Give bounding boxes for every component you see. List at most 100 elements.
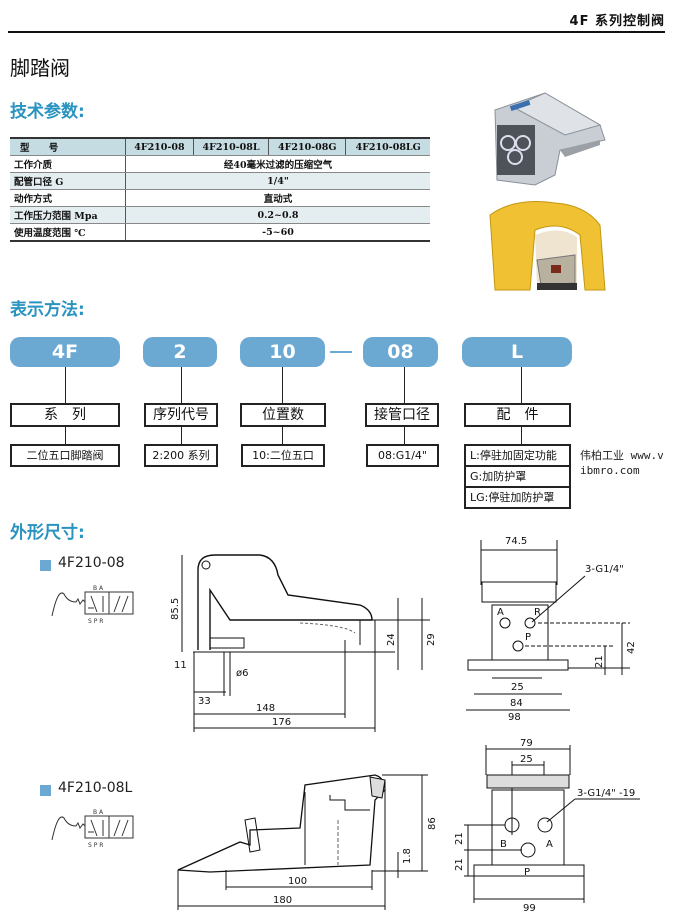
spec-value: 0.2~0.8 [125, 206, 430, 224]
accessory-item: G:加防护罩 [464, 465, 571, 488]
front-view-drawing-08L: 79 25 3-G1/4" -19 B A P 21 21 99 [454, 738, 640, 914]
model-bullet-icon [40, 560, 51, 571]
connector-line [65, 427, 66, 444]
dim-label: 3-G1/4" -19 [577, 788, 635, 799]
connector-line [282, 367, 283, 403]
spec-model: 4F210-08L [193, 138, 270, 156]
code-separator [330, 351, 352, 353]
spec-model: 4F210-08LG [345, 138, 430, 156]
dim-label: 85.5 [170, 598, 181, 620]
spec-value: -5~60 [125, 223, 430, 242]
model-label: 4F210-08L [58, 780, 133, 796]
symbol-ports-bottom: S P R [88, 842, 103, 849]
dim-label: 74.5 [505, 536, 527, 547]
connector-line [521, 367, 522, 403]
spec-header-label: 型 号 [10, 138, 126, 156]
detail-box: 08:G1/4" [366, 444, 439, 467]
port-label: A [497, 607, 504, 618]
dim-label: 21 [454, 832, 465, 845]
code-pill-position: 10 [240, 337, 325, 367]
symbol-ports-bottom: S P R [88, 618, 103, 625]
dim-label: 79 [520, 738, 533, 749]
port-label: P [524, 867, 530, 878]
connector-line [282, 427, 283, 444]
port-label: B [500, 839, 507, 850]
accessory-list: L:停驻加固定功能 G:加防护罩 LG:停驻加防护罩 [464, 444, 571, 509]
spec-header-row: 型 号 4F210-08 4F210-08L 4F210-08G 4F210-0… [10, 138, 430, 156]
dim-label: 21 [454, 858, 465, 871]
valve-symbol: B A S P R [51, 809, 134, 849]
header-title: 4F 系列控制阀 [569, 14, 665, 29]
spec-row: 工作压力范围 Mpa 0.2~0.8 [10, 206, 430, 224]
accessory-item: LG:停驻加防护罩 [464, 486, 571, 509]
port-label: R [534, 607, 541, 618]
dim-label: 1.8 [402, 848, 413, 864]
spec-label: 工作压力范围 Mpa [10, 206, 126, 224]
accessory-item: L:停驻加固定功能 [464, 444, 571, 467]
dim-label: 25 [520, 754, 533, 765]
header-rule [8, 31, 665, 33]
spec-value: 1/4" [125, 172, 430, 190]
model-label: 4F210-08 [58, 555, 125, 571]
connector-line [404, 427, 405, 444]
connector-line [181, 367, 182, 403]
spec-row: 动作方式 直动式 [10, 189, 430, 207]
dim-label: 42 [626, 641, 637, 654]
spec-value: 经40毫米过滤的压缩空气 [125, 155, 430, 173]
connector-line [65, 367, 66, 403]
detail-box: 2:200 系列 [144, 444, 218, 467]
section-title-tech: 技术参数: [10, 102, 85, 122]
side-view-drawing-08: 85.5 24 29 11 ø6 33 148 176 [170, 554, 437, 732]
spec-row: 使用温度范围 ℃ -5~60 [10, 223, 430, 242]
connector-line [521, 427, 522, 444]
meaning-box: 系 列 [10, 403, 120, 427]
meaning-box: 序列代号 [144, 403, 218, 427]
product-photo-grey-valve [494, 92, 606, 186]
spec-label: 动作方式 [10, 189, 126, 207]
dim-label: 33 [198, 696, 211, 707]
section-title-dimensions: 外形尺寸: [10, 523, 85, 543]
watermark: 伟柏工业 www.vibmro.com [580, 449, 664, 477]
symbol-ports-top: B A [93, 809, 104, 816]
dim-label: 99 [523, 903, 536, 914]
connector-line [181, 427, 182, 444]
dim-label: 29 [426, 633, 437, 646]
symbol-ports-top: B A [93, 585, 104, 592]
code-pill-accessory: L [462, 337, 572, 367]
spec-row: 工作介质 经40毫米过滤的压缩空气 [10, 155, 430, 173]
meaning-box: 接管口径 [365, 403, 439, 427]
spec-table: 型 号 4F210-08 4F210-08L 4F210-08G 4F210-0… [10, 137, 430, 242]
spec-row: 配管口径 G 1/4" [10, 172, 430, 190]
product-photos [489, 92, 606, 291]
spec-label: 使用温度范围 ℃ [10, 223, 126, 242]
port-label: P [525, 632, 531, 643]
meaning-box: 配 件 [464, 403, 571, 427]
dim-label: 180 [273, 895, 292, 906]
section-title-notation: 表示方法: [10, 300, 85, 320]
dim-label: 3-G1/4" [585, 564, 624, 575]
spec-label: 工作介质 [10, 155, 126, 173]
page-title: 脚踏阀 [10, 56, 70, 80]
model-bullet-icon [40, 785, 51, 796]
connector-line [404, 367, 405, 403]
code-pill-series: 4F [10, 337, 120, 367]
dim-label: 25 [511, 682, 524, 693]
spec-model: 4F210-08G [268, 138, 347, 156]
dim-label: 84 [510, 698, 523, 709]
port-label: A [546, 839, 553, 850]
side-view-drawing-08L: 86 1.8 100 180 [177, 774, 438, 910]
dim-label: 86 [427, 817, 438, 830]
front-view-drawing-08: 74.5 3-G1/4" A R P 21 42 25 84 98 [466, 536, 637, 720]
dim-label: 148 [256, 703, 275, 714]
spec-value: 直动式 [125, 189, 430, 207]
product-photo-yellow-valve [489, 201, 606, 291]
dim-label: 24 [386, 633, 397, 646]
spec-label: 配管口径 G [10, 172, 126, 190]
dim-label: 100 [288, 876, 307, 887]
valve-symbol: B A S P R [51, 585, 134, 625]
detail-box: 二位五口脚踏阀 [10, 444, 120, 467]
spec-model: 4F210-08 [125, 138, 194, 156]
detail-box: 10:二位五口 [241, 444, 325, 467]
code-pill-port: 08 [363, 337, 438, 367]
dim-label: 21 [594, 655, 605, 668]
